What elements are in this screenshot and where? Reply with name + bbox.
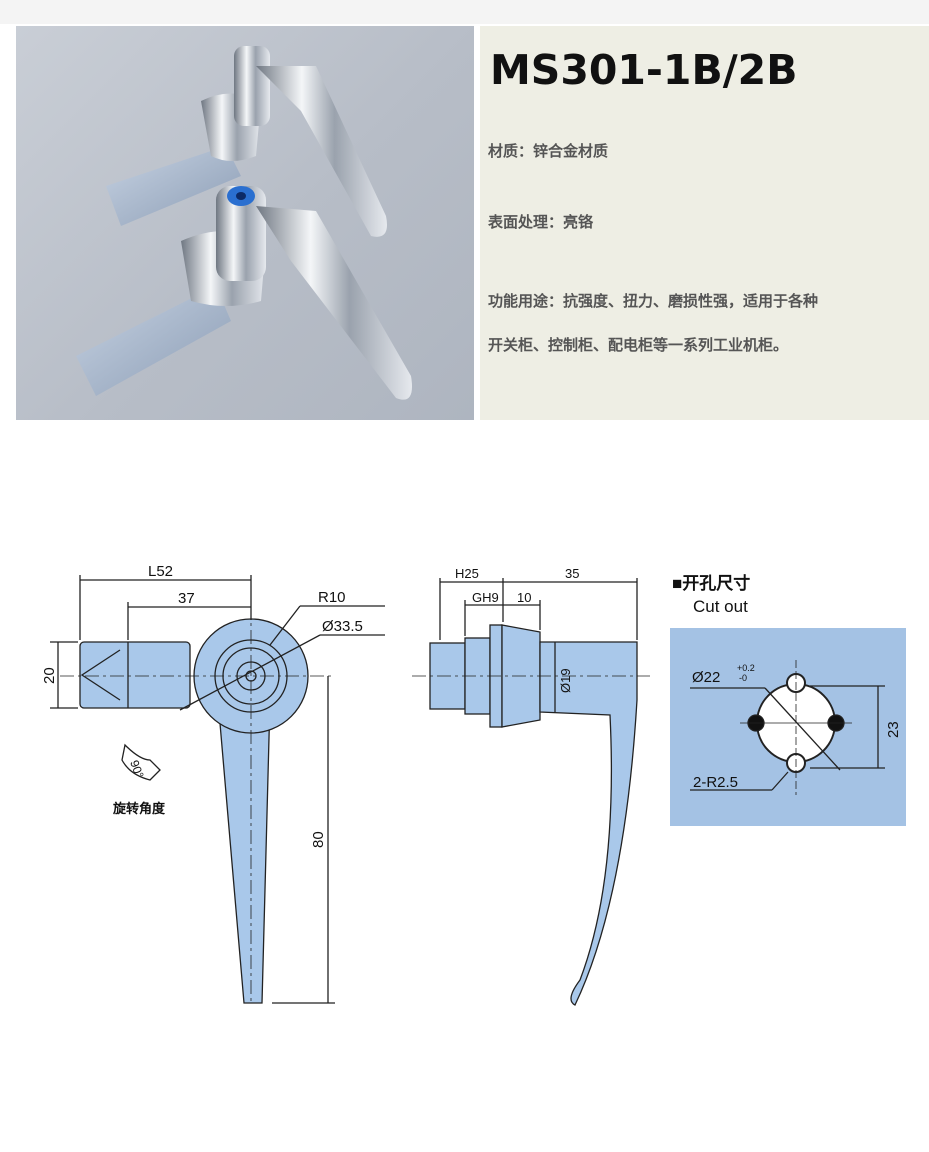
spec-function-cont: 开关柜、控制柜、配电柜等一系列工业机柜。 [488,336,789,354]
drawing-canvas: L52 37 R10 Ø33.5 20 80 90° 旋转角度 H25 35 G… [41,563,906,1006]
spec-function: 功能用途：抗强度、扭力、磨损性强，适用于各种 [488,292,819,310]
dim-35: 35 [565,566,579,581]
dim-80: 80 [310,831,327,848]
front-view [50,575,385,1004]
cutout-title-cn: ■开孔尺寸 [672,573,750,593]
dim-37: 37 [178,590,195,607]
dim-d33: Ø33.5 [322,618,363,635]
dim-l52: L52 [148,563,173,580]
dim-23: 23 [885,721,902,738]
dim-d19: Ø19 [558,668,573,693]
spec-surface: 表面处理：亮铬 [488,213,594,231]
lock-handles-image [76,46,412,400]
technical-drawing: L52 37 R10 Ø33.5 20 80 90° 旋转角度 H25 35 G… [0,420,929,1147]
side-view [412,578,650,1006]
cutout-view [670,628,906,826]
cutout-title-en: Cut out [693,597,748,616]
rotation-label: 旋转角度 [112,801,166,816]
dim-d22: Ø22 [692,669,720,686]
dim-h25: H25 [455,566,479,581]
rotation-angle: 90° [127,758,146,780]
dim-r25: 2-R2.5 [693,774,738,791]
dim-r10: R10 [318,589,346,606]
tol-minus: -0 [739,673,747,683]
product-photo [16,26,474,420]
dim-gh9: GH9 [472,590,499,605]
spec-material: 材质：锌合金材质 [488,142,609,160]
dim-20: 20 [41,667,58,684]
dim-10: 10 [517,590,531,605]
product-info-panel: MS301-1B/2B 材质：锌合金材质 表面处理：亮铬 功能用途：抗强度、扭力… [480,26,929,420]
top-band [0,0,929,24]
product-title: MS301-1B/2B [490,46,798,94]
tol-plus: +0.2 [737,663,755,673]
